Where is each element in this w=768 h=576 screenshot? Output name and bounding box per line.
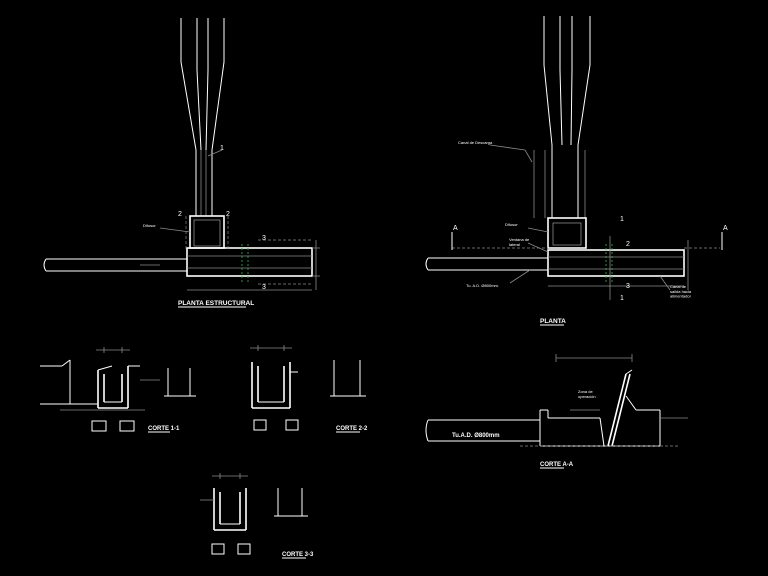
corte-3-3-title: CORTE 3-3 <box>282 552 314 558</box>
estructural-mark-1: 1 <box>220 145 224 152</box>
estructural-mark-2a: 2 <box>178 211 182 218</box>
dimension-ticks <box>103 345 285 479</box>
planta-mark-1b: 1 <box>620 295 624 302</box>
planta-view <box>425 16 723 300</box>
planta-mark-3: 3 <box>626 283 630 290</box>
corte-1-1-title: CORTE 1-1 <box>148 426 180 432</box>
corte-2-2-view <box>250 347 366 431</box>
planta-estructural-view <box>43 18 320 291</box>
planta-section-a-left: A <box>453 225 458 232</box>
planta-tuberia-label: Tu. A.D. Ø800mm. <box>466 283 499 288</box>
corte-1-1-view <box>40 349 196 432</box>
corte-a-a-title: CORTE A-A <box>540 462 574 468</box>
corte-2-2-title: CORTE 2-2 <box>336 426 368 432</box>
planta-difusor-label: Difusor <box>505 222 518 227</box>
corte-a-a-view <box>425 354 688 447</box>
estructural-disipador-label: Difusor <box>143 223 156 228</box>
planta-mark-1a: 1 <box>620 216 624 223</box>
corte-a-a-tuberia-label: Tu.A.D. Ø800mm <box>452 433 500 439</box>
estructural-mark-3a: 3 <box>262 235 266 242</box>
estructural-mark-3b: 3 <box>262 284 266 291</box>
estructural-mark-2b: 2 <box>226 211 230 218</box>
planta-mark-2: 2 <box>626 241 630 248</box>
planta-title: PLANTA <box>540 318 566 325</box>
planta-estructural-title: PLANTA ESTRUCTURAL <box>178 300 254 307</box>
corte-3-3-view <box>200 475 308 555</box>
planta-section-a-right: A <box>723 225 728 232</box>
planta-canal-descarga-label: Canal de Descarga <box>458 140 493 145</box>
